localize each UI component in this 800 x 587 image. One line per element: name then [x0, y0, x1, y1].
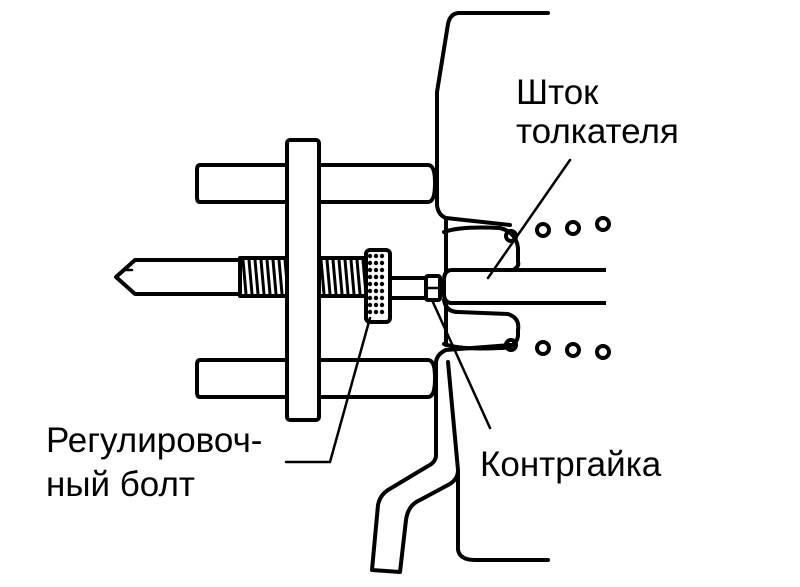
- locknut-label: Контргайка: [480, 445, 662, 484]
- adjusting-bolt-label-line1: Регулировоч-: [46, 421, 262, 460]
- adjusting-bolt-label-line2: ный болт: [46, 465, 195, 504]
- pushrod-leader-line: [486, 158, 572, 280]
- pushrod-label-line1: Шток: [516, 73, 599, 112]
- pushrod-label-line2: толкателя: [516, 112, 679, 151]
- adjusting-bolt-leader-line: [284, 316, 372, 464]
- pushrod: [386, 268, 606, 305]
- booster-housing: [370, 11, 550, 574]
- tool-plate: [285, 138, 321, 422]
- adjusting-bolt-head: [364, 248, 392, 324]
- housing-holes: [504, 216, 611, 360]
- locknut-leader-line: [430, 298, 492, 430]
